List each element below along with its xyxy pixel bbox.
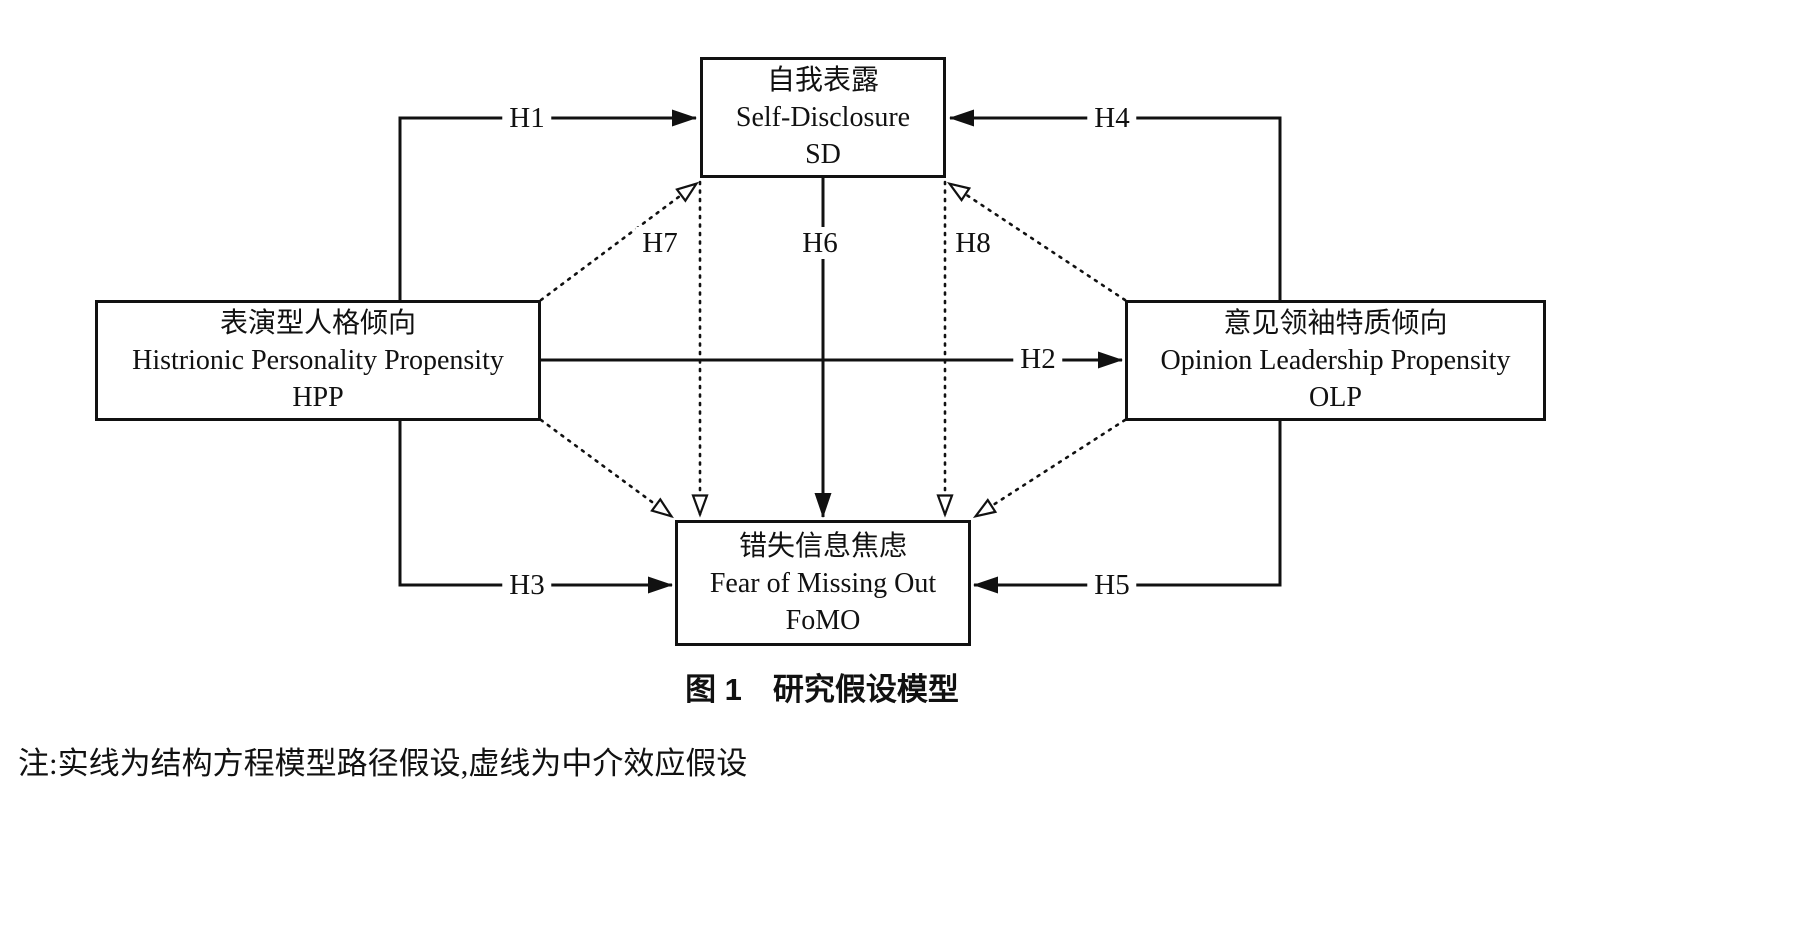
node-self-disclosure: 自我表露 Self-Disclosure SD	[700, 57, 946, 178]
node-opinion-leadership: 意见领袖特质倾向 Opinion Leadership Propensity O…	[1125, 300, 1546, 421]
edge-label-h7: H7	[635, 227, 685, 259]
node-fear-of-missing-out: 错失信息焦虑 Fear of Missing Out FoMO	[675, 520, 971, 646]
node-histrionic-personality-abbr: HPP	[292, 382, 344, 413]
edge-label-h5: H5	[1087, 569, 1137, 601]
node-fear-of-missing-out-abbr: FoMO	[785, 604, 861, 636]
figure-note: 注:实线为结构方程模型路径假设,虚线为中介效应假设	[18, 746, 748, 781]
edge-label-h4: H4	[1087, 102, 1137, 134]
mediation-olp-sd-line	[946, 181, 1127, 302]
node-fear-of-missing-out-en: Fear of Missing Out	[709, 567, 937, 599]
edge-h5-line	[973, 421, 1282, 594]
node-opinion-leadership-zh: 意见领袖特质倾向	[1223, 308, 1448, 339]
edge-h3-line	[398, 421, 673, 594]
node-self-disclosure-en: Self-Disclosure	[735, 102, 911, 133]
edge-label-h1: H1	[502, 102, 552, 134]
edge-h4-line	[949, 109, 1282, 300]
node-fear-of-missing-out-zh: 错失信息焦虑	[738, 530, 907, 562]
mediation-hpp-fomo-line	[539, 418, 674, 519]
edge-label-h8: H8	[948, 227, 998, 259]
edge-label-h2: H2	[1013, 343, 1063, 375]
figure-caption: 图 1 研究假设模型	[685, 672, 959, 707]
node-opinion-leadership-en: Opinion Leadership Propensity	[1160, 345, 1511, 376]
node-histrionic-personality-en: Histrionic Personality Propensity	[132, 345, 504, 376]
node-histrionic-personality: 表演型人格倾向 Histrionic Personality Propensit…	[95, 300, 541, 421]
mediation-hpp-sd-line	[539, 181, 699, 302]
node-opinion-leadership-abbr: OLP	[1309, 382, 1362, 413]
node-self-disclosure-abbr: SD	[805, 139, 841, 170]
edge-h1-line	[398, 109, 697, 300]
edge-label-h6: H6	[795, 227, 845, 259]
node-histrionic-personality-zh: 表演型人格倾向	[219, 308, 416, 339]
mediation-olp-fomo-line	[972, 418, 1127, 518]
edge-label-h3: H3	[502, 569, 552, 601]
node-self-disclosure-zh: 自我表露	[766, 65, 879, 96]
